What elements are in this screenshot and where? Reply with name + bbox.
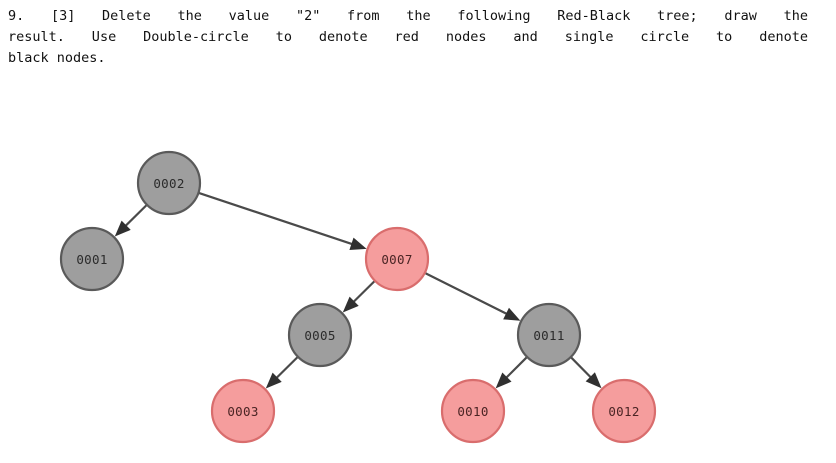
- tree-node-0005: 0005: [287, 302, 353, 368]
- edge-line: [351, 279, 376, 305]
- node-label-0011: 0011: [533, 328, 564, 343]
- node-circle-black-0005: [287, 302, 353, 368]
- edge-line: [569, 356, 594, 380]
- tree-edge-n0005-to-n0003: [265, 355, 299, 389]
- node-label-0003: 0003: [227, 404, 258, 419]
- edge-line: [198, 191, 355, 246]
- node-label-0010: 0010: [457, 404, 488, 419]
- tree-edge-n0007-to-n0005: [342, 279, 376, 313]
- question-line-3: black nodes.: [8, 50, 106, 66]
- tree-edge-n0011-to-n0012: [569, 356, 602, 389]
- edge-line: [424, 271, 510, 316]
- tree-node-0012: 0012: [591, 378, 657, 444]
- tree-edge-n0002-to-n0007: [198, 191, 367, 250]
- node-circle-red-0012: [591, 378, 657, 444]
- edge-line: [274, 355, 299, 381]
- node-circle-black-0002: [136, 150, 202, 216]
- tree-edges-layer: [114, 191, 602, 389]
- edge-line: [504, 356, 528, 380]
- edge-arrowhead: [114, 220, 131, 237]
- edge-arrowhead: [495, 372, 512, 389]
- node-label-0002: 0002: [153, 176, 184, 191]
- node-label-0001: 0001: [76, 252, 107, 267]
- question-text-block: 9. [3] Delete the value "2" from the fol…: [8, 6, 808, 69]
- tree-edge-n0011-to-n0010: [495, 356, 528, 389]
- edge-arrowhead: [503, 307, 521, 321]
- tree-node-0001: 0001: [59, 226, 125, 292]
- node-circle-red-0010: [440, 378, 506, 444]
- edge-arrowhead: [342, 296, 359, 313]
- tree-node-0007: 0007: [364, 226, 430, 292]
- node-label-0005: 0005: [304, 328, 335, 343]
- edge-arrowhead: [349, 237, 367, 250]
- node-circle-red-0003: [210, 378, 276, 444]
- tree-node-0011: 0011: [516, 302, 582, 368]
- node-circle-black-0011: [516, 302, 582, 368]
- edge-line: [123, 203, 148, 229]
- edge-arrowhead: [265, 372, 282, 389]
- tree-node-0003: 0003: [210, 378, 276, 444]
- tree-edge-n0007-to-n0011: [424, 271, 521, 321]
- node-circle-black-0001: [59, 226, 125, 292]
- tree-edge-n0002-to-n0001: [114, 203, 148, 237]
- question-line-1: 9. [3] Delete the value "2" from the fol…: [8, 8, 808, 24]
- node-label-0007: 0007: [381, 252, 412, 267]
- tree-node-0010: 0010: [440, 378, 506, 444]
- node-circle-red-0007: [364, 226, 430, 292]
- tree-nodes-layer: 0002 0001 0007 0005 0011 0003 0010 0012: [59, 150, 657, 444]
- edge-arrowhead: [585, 372, 602, 389]
- question-line-2: result. Use Double-circle to denote red …: [8, 29, 808, 45]
- tree-node-0002: 0002: [136, 150, 202, 216]
- node-label-0012: 0012: [608, 404, 639, 419]
